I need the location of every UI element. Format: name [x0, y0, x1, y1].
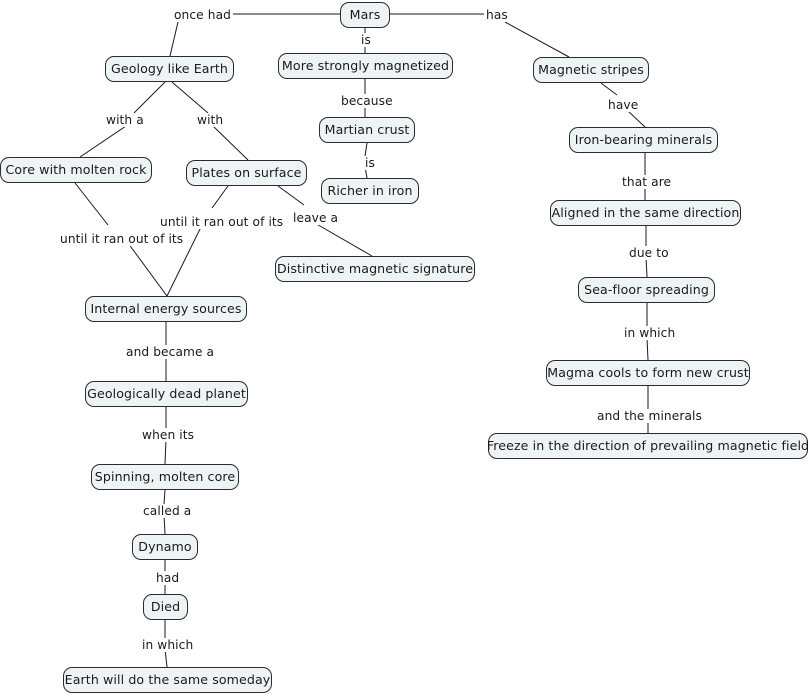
edge-label-that-are[interactable]: that are: [620, 175, 674, 190]
edge-line: [364, 142, 368, 157]
edge-label-leave-a[interactable]: leave a: [291, 211, 341, 226]
edge-line: [164, 438, 167, 465]
edge-line: [74, 182, 109, 226]
concept-node-internal[interactable]: Internal energy sources: [85, 296, 247, 322]
edge-label-has[interactable]: has: [484, 8, 510, 23]
edge-label-had[interactable]: had: [154, 571, 182, 586]
concept-node-stripes[interactable]: Magnetic stripes: [533, 57, 649, 83]
edge-line: [646, 337, 649, 361]
concept-node-died[interactable]: Died: [143, 594, 188, 620]
concept-node-seafloor[interactable]: Sea-floor spreading: [578, 277, 715, 303]
concept-node-spinning[interactable]: Spinning, molten core: [91, 464, 239, 490]
edge-label-with[interactable]: with: [195, 113, 226, 128]
edge-line: [600, 82, 618, 96]
edge-line: [171, 81, 209, 114]
edge-line: [277, 185, 305, 206]
edge-label-have[interactable]: have: [606, 98, 641, 113]
concept-node-magma[interactable]: Magma cools to form new crust: [546, 360, 750, 386]
edge-label-when-its[interactable]: when its: [140, 428, 197, 443]
edge-line: [504, 21, 570, 58]
concept-node-aligned[interactable]: Aligned in the same direction: [550, 200, 741, 226]
concept-node-freeze[interactable]: Freeze in the direction of prevailing ma…: [487, 433, 809, 459]
edge-label-in-which-2[interactable]: in which: [140, 638, 196, 653]
edge-label-is-2[interactable]: is: [363, 156, 377, 171]
edge-label-is-1[interactable]: is: [359, 33, 373, 48]
edge-label-and-minerals[interactable]: and the minerals: [595, 409, 704, 424]
edge-label-due-to[interactable]: due to: [627, 246, 671, 261]
edge-label-once-had[interactable]: once had: [172, 8, 233, 23]
concept-node-dynamo[interactable]: Dynamo: [132, 534, 198, 560]
concept-node-crust[interactable]: Martian crust: [319, 117, 415, 143]
edge-label-until-1[interactable]: until it ran out of its: [158, 215, 286, 230]
edge-label-called-a[interactable]: called a: [141, 504, 194, 519]
concept-node-dead[interactable]: Geologically dead planet: [85, 381, 248, 407]
edge-label-with-a[interactable]: with a: [104, 113, 146, 128]
edge-label-until-2[interactable]: until it ran out of its: [58, 232, 186, 247]
concept-node-plates[interactable]: Plates on surface: [186, 160, 307, 186]
edge-line: [312, 221, 373, 257]
concept-node-core[interactable]: Core with molten rock: [0, 157, 152, 183]
edge-line: [627, 110, 646, 128]
concept-node-iron-min[interactable]: Iron-bearing minerals: [569, 127, 718, 153]
edge-line: [211, 185, 229, 209]
concept-node-signature[interactable]: Distinctive magnetic signature: [275, 256, 475, 282]
concept-node-mars[interactable]: Mars: [340, 2, 390, 28]
edge-line: [127, 242, 168, 297]
concept-node-richer[interactable]: Richer in iron: [321, 178, 419, 204]
edge-line: [212, 125, 249, 161]
edge-line: [163, 489, 166, 505]
edge-line: [133, 81, 166, 114]
edge-label-and-became-a[interactable]: and became a: [124, 345, 217, 360]
concept-node-earth-same[interactable]: Earth will do the same someday: [63, 667, 272, 693]
edge-label-in-which-1[interactable]: in which: [622, 326, 678, 341]
edge-line: [169, 21, 179, 57]
edge-label-because[interactable]: because: [339, 94, 395, 109]
concept-node-geology[interactable]: Geology like Earth: [105, 56, 234, 82]
concept-node-magnetized[interactable]: More strongly magnetized: [278, 53, 453, 79]
edge-line: [79, 125, 127, 158]
